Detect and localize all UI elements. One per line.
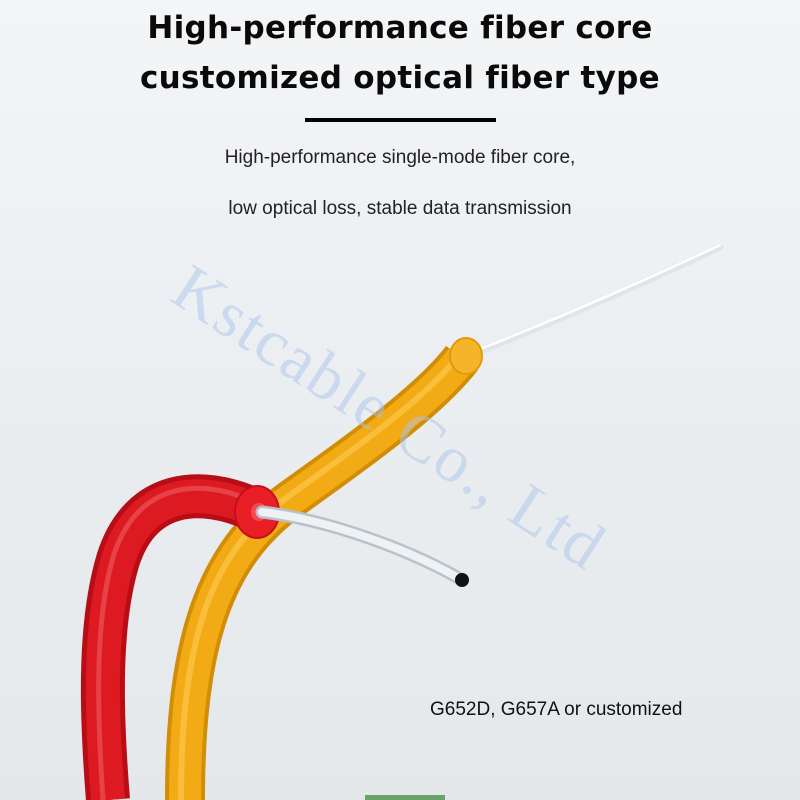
fiber-type-note: G652D, G657A or customized <box>430 699 683 720</box>
heading-line-1: High-performance fiber core <box>147 10 653 46</box>
heading-line-2: customized optical fiber type <box>140 60 660 96</box>
bottom-strip <box>365 795 445 800</box>
heading-underline <box>305 118 496 122</box>
bare-fiber-upper <box>466 243 724 359</box>
buffered-fiber-lower <box>255 505 469 587</box>
description-line-1: High-performance single-mode fiber core, <box>224 147 576 168</box>
yellow-cable-end <box>449 337 483 375</box>
description-line-2: low optical loss, stable data transmissi… <box>228 198 572 219</box>
fiber-tip <box>455 573 469 587</box>
